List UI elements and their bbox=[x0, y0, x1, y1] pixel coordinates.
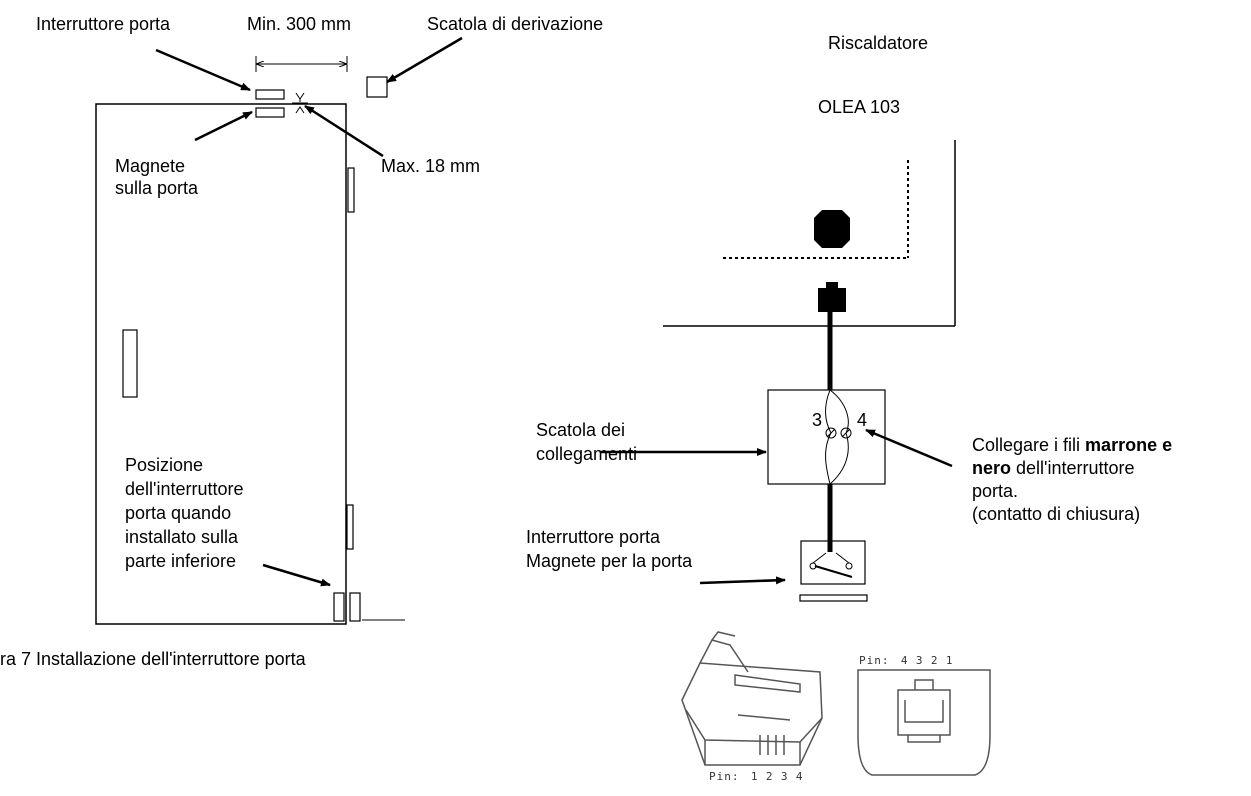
door-diagram bbox=[95, 36, 463, 625]
wiring-diagram bbox=[600, 140, 956, 602]
min-distance-label: Min. 300 mm bbox=[247, 14, 352, 34]
plug-symbol bbox=[818, 282, 846, 312]
switch-magnet-label-line2: Magnete per la porta bbox=[526, 551, 693, 571]
bottom-position-label-line4: installato sulla bbox=[125, 527, 239, 547]
wire-4 bbox=[829, 389, 849, 485]
hinge-top bbox=[347, 167, 355, 213]
connect-note-line1: Collegare i fili marrone e bbox=[972, 435, 1173, 455]
wire-3 bbox=[825, 389, 832, 485]
switch-contact bbox=[814, 565, 853, 578]
bottom-switch-b bbox=[349, 592, 361, 622]
connection-box-label-line1: Scatola dei bbox=[536, 420, 626, 440]
heater-label: Riscaldatore bbox=[828, 33, 929, 53]
door-switch-label: Interruttore porta bbox=[36, 14, 171, 34]
bottom-position-label-line5: parte inferiore bbox=[125, 551, 237, 571]
switch-magnet-label-line1: Interruttore porta bbox=[526, 527, 661, 547]
arrow-door-switch bbox=[155, 48, 251, 92]
arrow-bottom-position bbox=[262, 563, 331, 587]
terminal-3-label: 3 bbox=[812, 410, 823, 430]
rj-plug-illustration bbox=[681, 631, 823, 766]
connection-box-label-line2: collegamenti bbox=[536, 444, 638, 464]
terminal-4-label: 4 bbox=[857, 410, 868, 430]
door-outline bbox=[95, 103, 347, 625]
connect-note-line3: porta. bbox=[972, 481, 1019, 501]
bottom-position-label-line1: Posizione bbox=[125, 455, 204, 475]
top-switch bbox=[255, 89, 285, 100]
bottom-position-label-line2: dell'interruttore bbox=[125, 479, 244, 499]
figure-caption: ra 7 Installazione dell'interruttore por… bbox=[0, 649, 306, 669]
bottom-switch-a bbox=[333, 592, 345, 622]
connect-note-line4: (contatto di chiusura) bbox=[972, 504, 1141, 524]
junction-box-symbol bbox=[366, 76, 388, 98]
door-switch-box bbox=[800, 540, 866, 585]
magnet-door-label-line1: Magnete bbox=[115, 156, 186, 176]
hinge-bottom bbox=[346, 504, 354, 550]
junction-box-label: Scatola di derivazione bbox=[427, 14, 604, 34]
top-magnet bbox=[255, 107, 285, 118]
max-distance-label: Max. 18 mm bbox=[381, 156, 481, 176]
arrow-switch-magnet bbox=[699, 576, 786, 585]
arrow-junction-box bbox=[386, 36, 463, 84]
door-handle bbox=[122, 329, 138, 398]
arrow-magnet bbox=[194, 110, 253, 142]
magnet-door-label-line2: sulla porta bbox=[115, 178, 199, 198]
arrow-max-distance bbox=[304, 104, 384, 158]
rj-socket-illustration bbox=[857, 669, 991, 776]
arrow-connect-note bbox=[865, 428, 953, 468]
door-magnet-bar bbox=[799, 594, 868, 602]
model-label: OLEA 103 bbox=[818, 97, 901, 117]
bottom-position-label-line3: porta quando bbox=[125, 503, 232, 523]
connect-note-line2: nero dell'interruttore bbox=[972, 458, 1135, 478]
socket-symbol bbox=[814, 210, 850, 248]
